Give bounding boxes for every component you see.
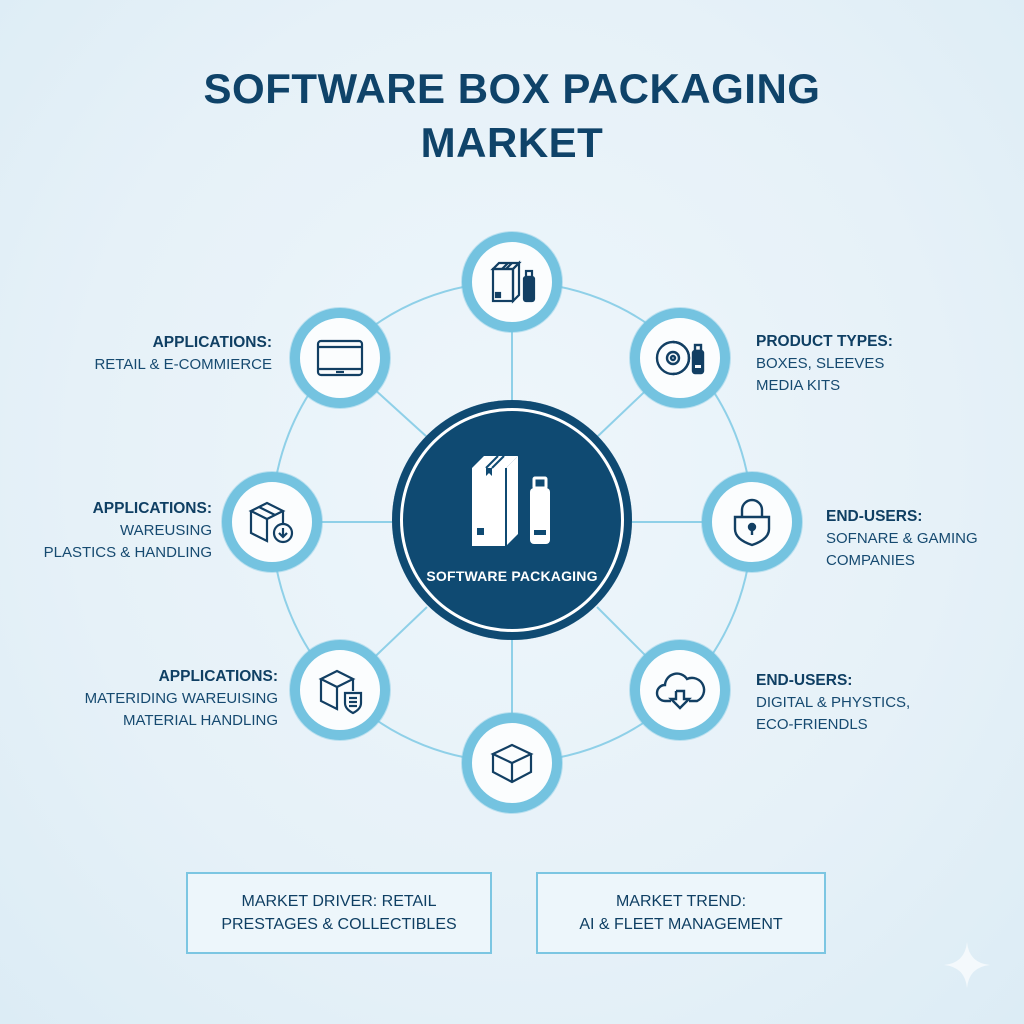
label-line: BOXES, SLEEVES — [756, 355, 885, 372]
tablet-icon — [316, 339, 364, 377]
market-driver-line-2: PRESTAGES & COLLECTIBLES — [221, 916, 457, 933]
label-line: PLASTICS & HANDLING — [43, 544, 212, 561]
label-line: ECO-FRIENDLS — [756, 716, 868, 733]
title-line-2: MARKET — [420, 119, 604, 166]
node-bottom-right — [630, 640, 730, 740]
label-heading: END-USERS: — [826, 508, 923, 525]
market-driver-line-1: MARKET DRIVER: RETAIL — [241, 893, 437, 910]
label-line: DIGITAL & PHYSTICS, — [756, 694, 911, 711]
label-end-users-software: END-USERS: SOFNARE & GAMING COMPANIES — [826, 506, 978, 572]
label-line: MATERIDING WAREUISING — [84, 690, 278, 707]
market-trend-line-1: MARKET TREND: — [615, 893, 747, 910]
title-line-1: SOFTWARE BOX PACKAGING — [203, 65, 821, 112]
disc-and-usb-icon — [655, 340, 705, 376]
label-applications-warehousing: APPLICATIONS: WAREUSING PLASTICS & HANDL… — [44, 498, 212, 564]
label-product-types: PRODUCT TYPES: BOXES, SLEEVES MEDIA KITS — [756, 331, 893, 397]
market-driver-box: MARKET DRIVER: RETAIL PRESTAGES & COLLEC… — [186, 872, 492, 954]
label-line: WAREUSING — [120, 522, 212, 539]
box-download-icon — [248, 501, 294, 544]
node-left — [222, 472, 322, 572]
node-right — [702, 472, 802, 572]
node-bottom-left — [290, 640, 390, 740]
box-shield-icon — [318, 669, 363, 715]
label-line: SOFNARE & GAMING — [826, 530, 978, 547]
label-heading: APPLICATIONS: — [92, 500, 212, 517]
label-applications-retail: APPLICATIONS: RETAIL & E-COMMIERCE — [94, 332, 272, 376]
label-applications-material-handling: APPLICATIONS: MATERIDING WAREUISING MATE… — [85, 666, 278, 732]
label-end-users-digital: END-USERS: DIGITAL & PHYSTICS, ECO-FRIEN… — [756, 670, 910, 736]
sparkle-icon — [944, 942, 990, 988]
node-top — [462, 232, 562, 332]
label-heading: END-USERS: — [756, 672, 853, 689]
center-hub-label: SOFTWARE PACKAGING — [426, 568, 598, 584]
market-trend-box: MARKET TREND: AI & FLEET MANAGEMENT — [536, 872, 826, 954]
page-title: SOFTWARE BOX PACKAGING MARKET — [0, 62, 1024, 170]
label-line: MEDIA KITS — [756, 377, 841, 394]
box-and-usb-drive-icon — [472, 455, 550, 546]
label-heading: APPLICATIONS: — [152, 334, 272, 351]
label-line: MATERIAL HANDLING — [122, 712, 278, 729]
market-trend-line-2: AI & FLEET MANAGEMENT — [579, 916, 783, 933]
label-heading: APPLICATIONS: — [158, 668, 278, 685]
box-and-usb-drive-icon — [490, 260, 536, 304]
shield-lock-icon — [733, 498, 771, 547]
cloud-download-icon — [655, 672, 706, 710]
node-bottom — [462, 713, 562, 813]
node-top-left — [290, 308, 390, 408]
cube-icon — [490, 743, 534, 784]
label-line: RETAIL & E-COMMIERCE — [94, 356, 272, 373]
center-hub: SOFTWARE PACKAGING — [392, 400, 632, 640]
node-top-right — [630, 308, 730, 408]
label-heading: PRODUCT TYPES: — [756, 333, 893, 350]
label-line: COMPANIES — [826, 552, 915, 569]
